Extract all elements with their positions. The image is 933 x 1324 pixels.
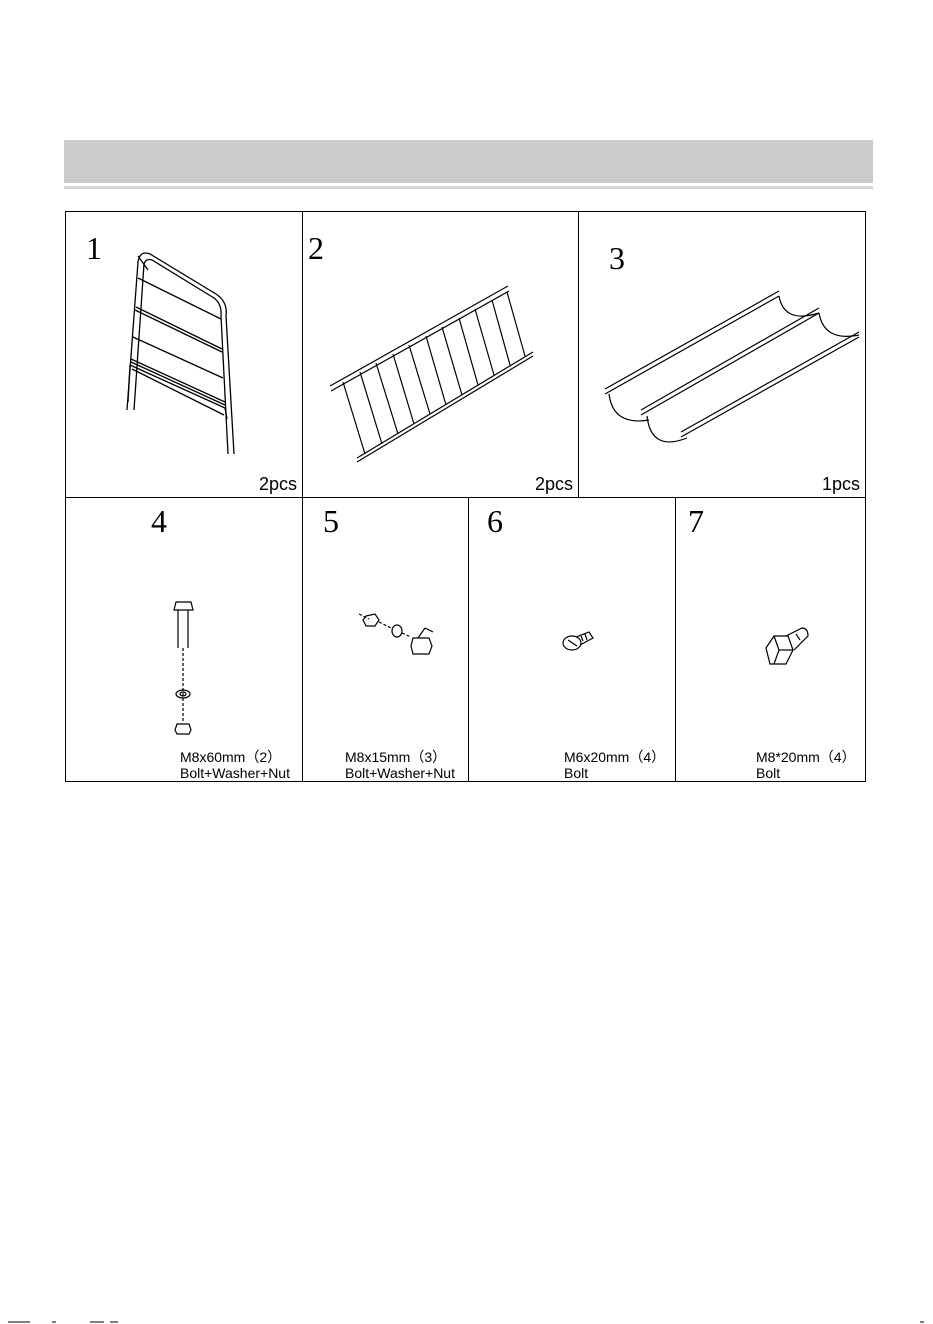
screw-icon	[469, 498, 676, 781]
part-quantity: 2pcs	[259, 474, 297, 495]
hardware-spec: M6x20mm（4） Bolt	[564, 749, 665, 781]
hardware-type: Bolt+Washer+Nut	[345, 765, 455, 781]
hardware-size: M8x15mm	[345, 749, 410, 765]
hardware-count: （4）	[629, 749, 665, 765]
hardware-spec: M8*20mm（4） Bolt	[756, 749, 856, 781]
hardware-count: （3）	[410, 749, 446, 765]
part-cell-3: 3 1pcs	[579, 212, 865, 498]
long-bolt-washer-nut-icon	[66, 498, 303, 781]
part-quantity: 2pcs	[535, 474, 573, 495]
page-edge-marks	[0, 1318, 933, 1324]
hardware-spec: M8x15mm（3） Bolt+Washer+Nut	[345, 749, 455, 781]
hardware-cell-5: 5 M8x15mm（3） Bolt+Washer+Nut	[303, 498, 469, 781]
hardware-size: M8*20mm	[756, 749, 820, 765]
hardware-count: （4）	[820, 749, 856, 765]
hex-bolt-icon	[676, 498, 865, 781]
trough-icon	[579, 212, 865, 498]
section-header-rule	[64, 186, 873, 189]
hardware-cell-6: 6 M6x20mm（4） Bolt	[469, 498, 676, 781]
section-header-bar	[64, 140, 873, 183]
hardware-cell-7: 7 M8*20mm（4） Bolt	[676, 498, 865, 781]
hardware-cell-4: 4 M8x60mm（2） Bolt+Washer+Nut	[66, 498, 303, 781]
part-quantity: 1pcs	[822, 474, 860, 495]
grill-rack-icon	[303, 212, 579, 498]
hardware-size: M6x20mm	[564, 749, 629, 765]
part-cell-2: 2 2pcs	[303, 212, 579, 498]
hardware-type: Bolt+Washer+Nut	[180, 765, 290, 781]
hardware-count: （2）	[245, 749, 281, 765]
hardware-spec: M8x60mm（2） Bolt+Washer+Nut	[180, 749, 290, 781]
short-bolt-washer-nut-icon	[303, 498, 469, 781]
hardware-type: Bolt	[756, 765, 856, 781]
part-cell-1: 1 2pcs	[66, 212, 303, 498]
hardware-size: M8x60mm	[180, 749, 245, 765]
parts-table: 1 2pcs 2	[65, 211, 866, 782]
side-frame-icon	[66, 212, 303, 498]
hardware-type: Bolt	[564, 765, 665, 781]
